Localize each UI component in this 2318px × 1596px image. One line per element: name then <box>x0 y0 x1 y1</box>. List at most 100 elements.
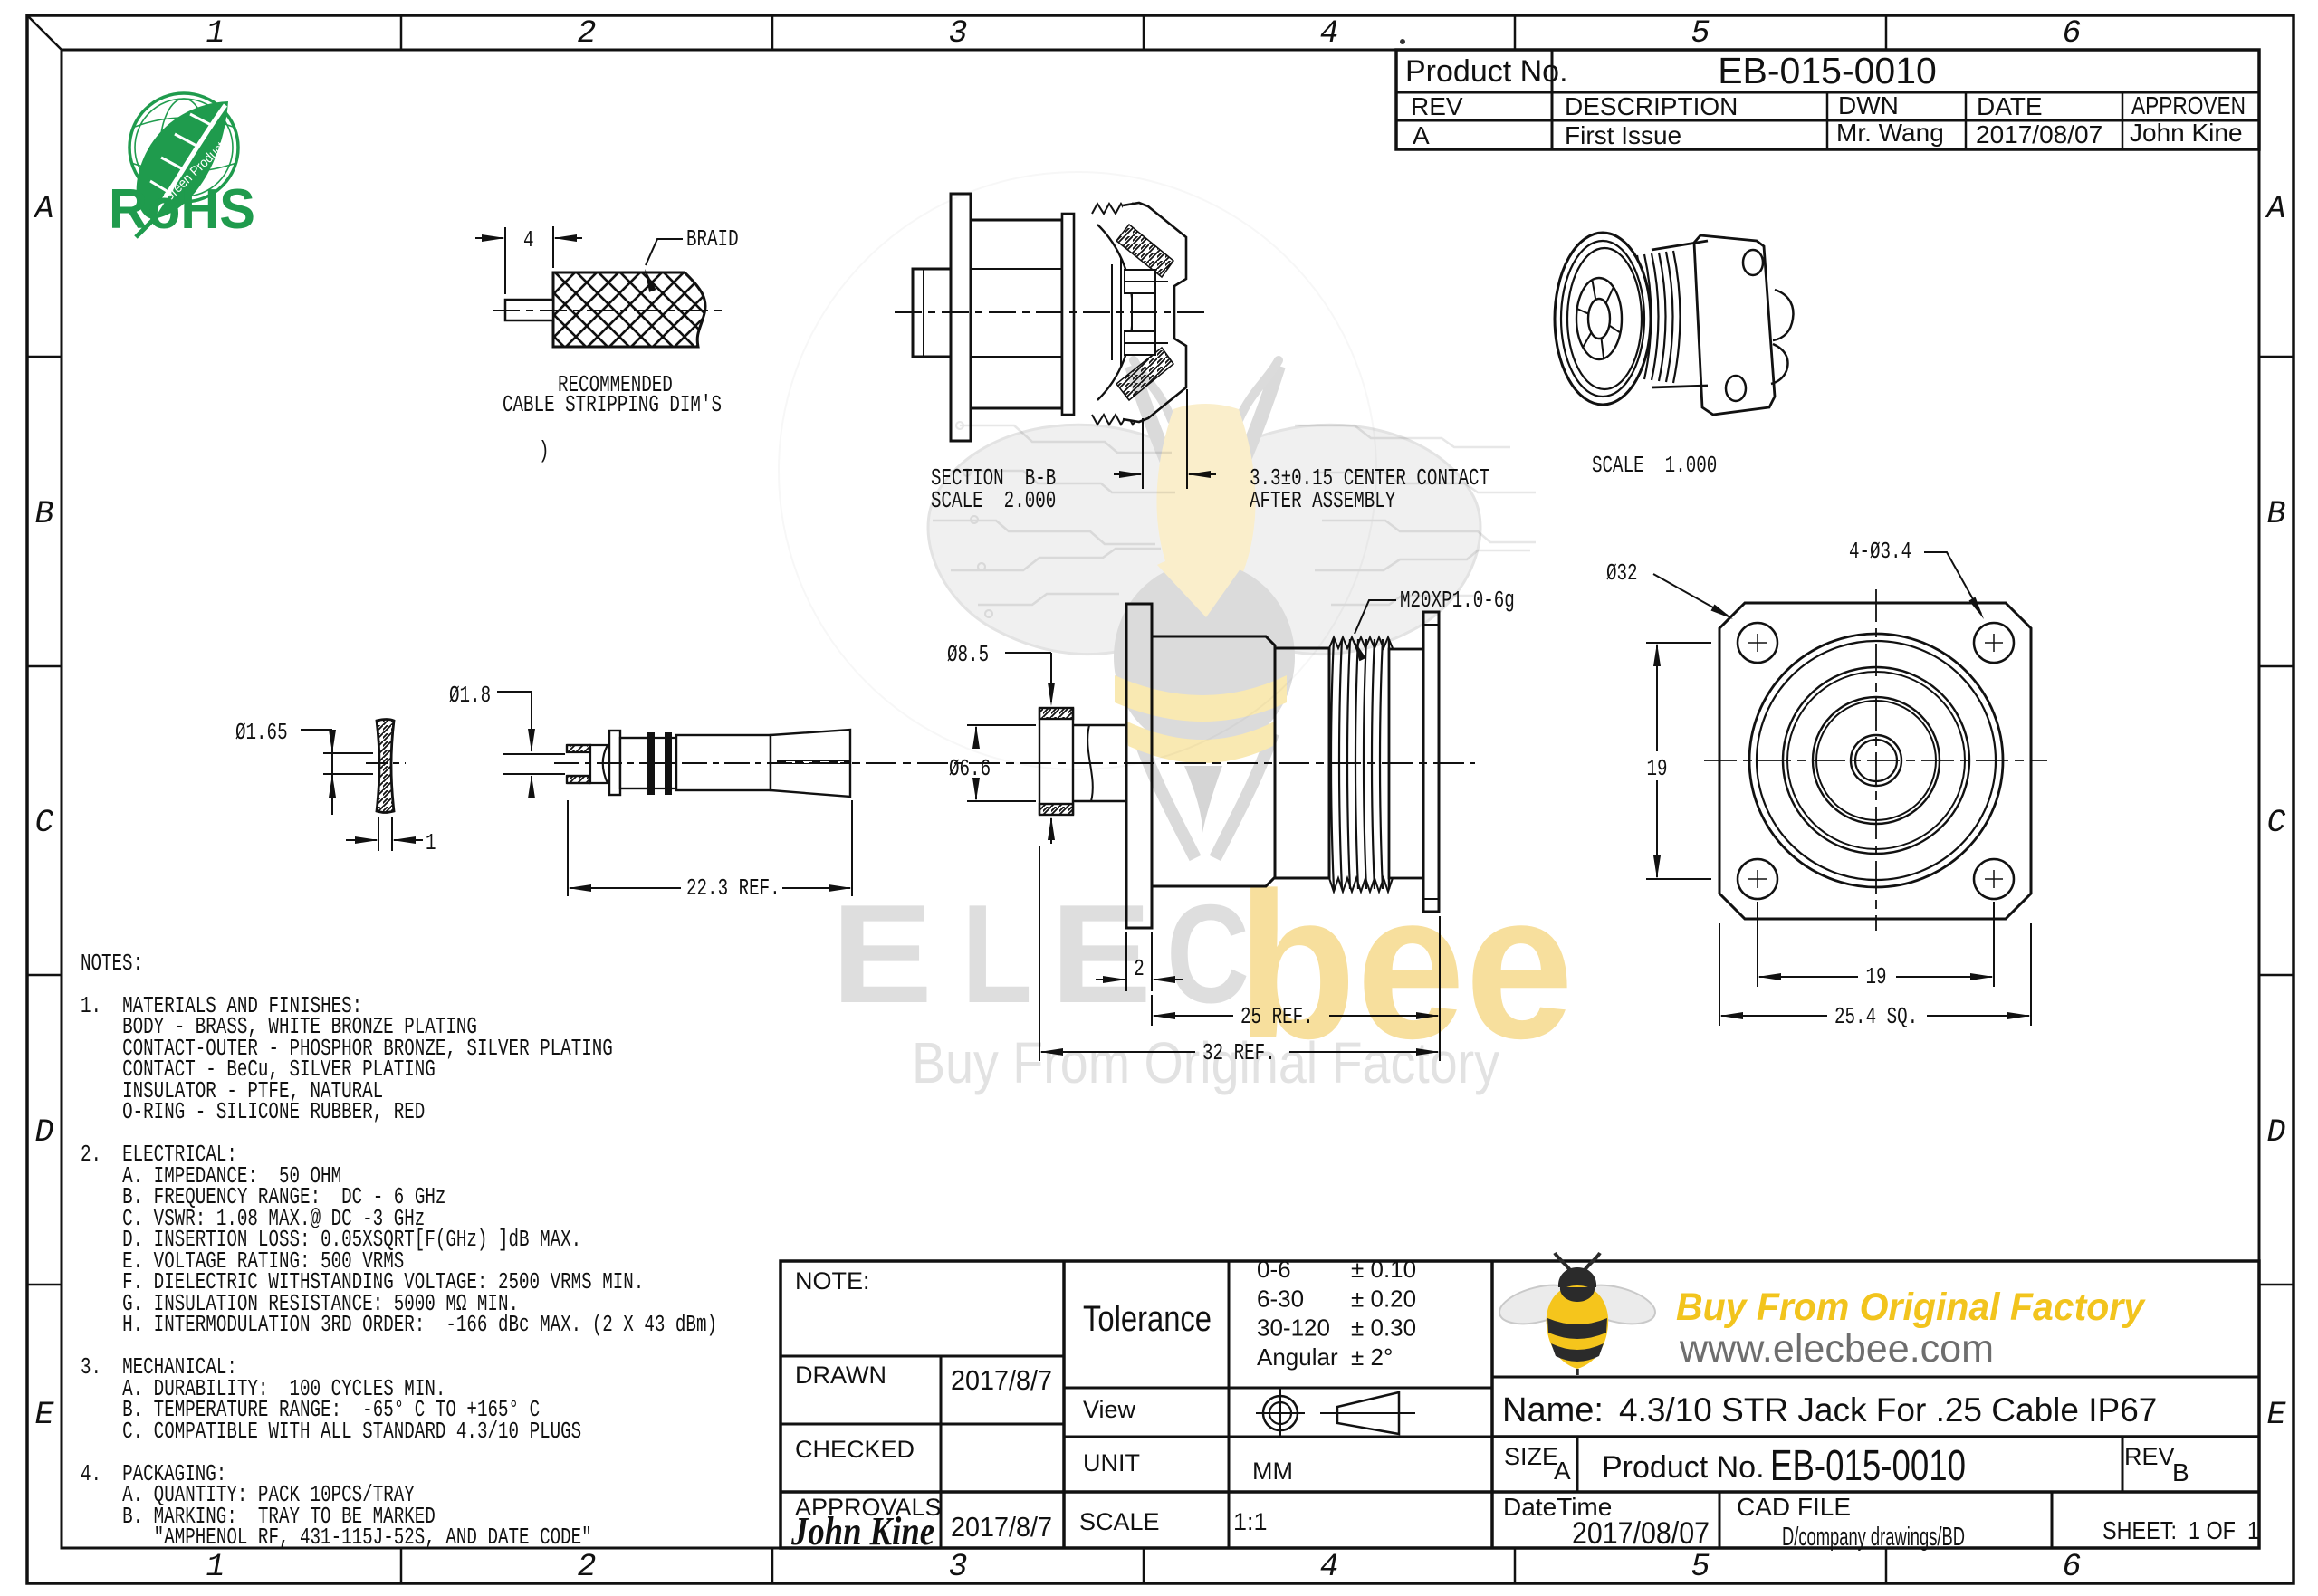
svg-text:Ø32: Ø32 <box>1606 560 1638 587</box>
svg-text:0-6: 0-6 <box>1257 1256 1291 1283</box>
svg-text:John Kine: John Kine <box>2130 119 2243 147</box>
svg-text:2. ELECTRICAL:: 2. ELECTRICAL: <box>81 1142 237 1168</box>
svg-text:1: 1 <box>426 830 436 856</box>
svg-text:3. MECHANICAL:: 3. MECHANICAL: <box>81 1354 237 1381</box>
svg-text:"AMPHENOL RF, 431-115J-52S, AN: "AMPHENOL RF, 431-115J-52S, AND DATE COD… <box>81 1524 592 1551</box>
svg-text:5: 5 <box>1691 1550 1710 1585</box>
svg-text:C: C <box>2267 806 2286 841</box>
svg-text:4: 4 <box>1320 16 1339 52</box>
svg-text:D. INSERTION LOSS: 0.05XSQRT[F: D. INSERTION LOSS: 0.05XSQRT[F(GHz) ]dB … <box>81 1227 581 1253</box>
svg-text:22.3 REF.: 22.3 REF. <box>686 875 781 902</box>
svg-text:4: 4 <box>1320 1550 1339 1585</box>
svg-text:4-Ø3.4: 4-Ø3.4 <box>1849 539 1911 565</box>
svg-text:19: 19 <box>1647 756 1668 782</box>
svg-text:4. PACKAGING:: 4. PACKAGING: <box>81 1461 226 1487</box>
svg-text:NOTES:: NOTES: <box>81 951 143 977</box>
svg-text:5: 5 <box>1691 16 1710 52</box>
svg-text:3: 3 <box>949 1550 968 1585</box>
svg-text:E. VOLTAGE RATING: 500 VRMS: E. VOLTAGE RATING: 500 VRMS <box>81 1248 404 1275</box>
svg-text:1: 1 <box>206 16 225 52</box>
svg-text:Product No.: Product No. <box>1405 54 1568 89</box>
svg-text:A: A <box>1554 1457 1571 1485</box>
svg-text:www.elecbee.com: www.elecbee.com <box>1679 1327 1994 1371</box>
svg-text:DWN: DWN <box>1838 91 1899 119</box>
svg-text:2017/8/7: 2017/8/7 <box>951 1364 1052 1396</box>
svg-text:B: B <box>35 497 54 532</box>
svg-text:APPROVEN: APPROVEN <box>2131 91 2246 119</box>
svg-text:D: D <box>35 1115 54 1151</box>
svg-text:Ø1.8: Ø1.8 <box>449 683 491 709</box>
svg-text:A. DURABILITY: 100 CYCLES MIN: A. DURABILITY: 100 CYCLES MIN. <box>81 1376 445 1402</box>
svg-text:Ø6.6: Ø6.6 <box>949 756 991 782</box>
svg-text:25 REF.: 25 REF. <box>1240 1004 1314 1030</box>
svg-text:C: C <box>1166 875 1250 1032</box>
svg-text:APPROVALS: APPROVALS <box>795 1494 942 1521</box>
svg-text:DESCRIPTION: DESCRIPTION <box>1565 92 1738 120</box>
svg-text:Mr. Wang: Mr. Wang <box>1836 119 1944 147</box>
svg-text:CHECKED: CHECKED <box>795 1436 915 1463</box>
svg-text:19: 19 <box>1866 964 1887 990</box>
svg-text:1:1: 1:1 <box>1233 1508 1268 1535</box>
svg-text:4.3/10 STR Jack For .25 Cable: 4.3/10 STR Jack For .25 Cable IP67 <box>1619 1391 2157 1429</box>
svg-text:DRAWN: DRAWN <box>795 1362 886 1389</box>
svg-text:A. QUANTITY: PACK 10PCS/TRAY: A. QUANTITY: PACK 10PCS/TRAY <box>81 1482 415 1508</box>
svg-text:32 REF.: 32 REF. <box>1202 1040 1276 1066</box>
svg-text:30-120: 30-120 <box>1257 1314 1330 1342</box>
svg-text:INSULATOR - PTFE, NATURAL: INSULATOR - PTFE, NATURAL <box>81 1078 383 1104</box>
svg-text:C. VSWR: 1.08 MAX.@ DC -3 GHz: C. VSWR: 1.08 MAX.@ DC -3 GHz <box>81 1206 425 1232</box>
svg-text:Buy From Original Factory: Buy From Original Factory <box>1676 1285 2146 1329</box>
svg-text:2: 2 <box>1134 956 1145 982</box>
svg-text:CABLE STRIPPING DIM'S: CABLE STRIPPING DIM'S <box>503 392 722 418</box>
svg-text:BODY - BRASS, WHITE BRONZE PLA: BODY - BRASS, WHITE BRONZE PLATING <box>81 1014 477 1040</box>
svg-text:25.4 SQ.: 25.4 SQ. <box>1834 1004 1918 1030</box>
svg-text:F. DIELECTRIC WITHSTANDING VOL: F. DIELECTRIC WITHSTANDING VOLTAGE: 2500… <box>81 1269 644 1295</box>
svg-text:UNIT: UNIT <box>1083 1449 1140 1477</box>
svg-text:4: 4 <box>523 227 534 253</box>
svg-text:3: 3 <box>949 16 968 52</box>
svg-text:H. INTERMODULATION 3RD ORDER:: H. INTERMODULATION 3RD ORDER: -166 dBc M… <box>81 1312 717 1338</box>
svg-text:Name:: Name: <box>1502 1391 1604 1429</box>
svg-text:6: 6 <box>2063 16 2082 52</box>
svg-text:RECOMMENDED: RECOMMENDED <box>558 372 673 398</box>
svg-text:D: D <box>2267 1115 2286 1151</box>
svg-text:CONTACT - BeCu, SILVER PLATING: CONTACT - BeCu, SILVER PLATING <box>81 1056 436 1083</box>
svg-text:2017/08/07: 2017/08/07 <box>1976 120 2102 148</box>
svg-text:6-30: 6-30 <box>1257 1285 1304 1312</box>
svg-text:SCALE: SCALE <box>1079 1508 1160 1535</box>
svg-text:L: L <box>962 875 1032 1032</box>
svg-text:John Kine: John Kine <box>790 1509 934 1553</box>
svg-text:E: E <box>1050 875 1152 1032</box>
svg-text:CONTACT-OUTER - PHOSPHOR BRONZ: CONTACT-OUTER - PHOSPHOR BRONZE, SILVER … <box>81 1036 613 1062</box>
svg-text:A: A <box>34 192 54 227</box>
svg-text:± 2°: ± 2° <box>1351 1343 1393 1371</box>
svg-text:SIZE: SIZE <box>1504 1443 1558 1470</box>
svg-text:2: 2 <box>578 16 597 52</box>
svg-text:Ø1.65: Ø1.65 <box>235 720 288 746</box>
svg-text:B: B <box>2172 1458 2189 1486</box>
svg-text:Buy From Original Factory: Buy From Original Factory <box>912 1030 1499 1095</box>
svg-text:SHEET: 1 OF 1: SHEET: 1 OF 1 <box>2102 1516 2259 1544</box>
svg-text:DateTime: DateTime <box>1503 1493 1612 1521</box>
svg-text:B: B <box>2267 497 2286 532</box>
svg-text:View: View <box>1083 1396 1136 1423</box>
svg-text:A: A <box>2265 192 2286 227</box>
svg-text:2017/8/7: 2017/8/7 <box>951 1511 1052 1543</box>
svg-text:B. TEMPERATURE RANGE: -65° C: B. TEMPERATURE RANGE: -65° C TO +165° C <box>81 1397 540 1423</box>
svg-text:SCALE 1.000: SCALE 1.000 <box>1592 453 1717 479</box>
svg-text:6: 6 <box>2063 1550 2082 1585</box>
svg-text:A. IMPEDANCE: 50 OHM: A. IMPEDANCE: 50 OHM <box>81 1163 341 1190</box>
svg-text:First Issue: First Issue <box>1565 121 1681 149</box>
svg-text:NOTE:: NOTE: <box>795 1267 870 1295</box>
svg-text:EB-015-0010: EB-015-0010 <box>1770 1442 1966 1490</box>
svg-text:CAD FILE: CAD FILE <box>1737 1493 1851 1521</box>
svg-text:Tolerance: Tolerance <box>1083 1299 1212 1339</box>
svg-text:± 0.10: ± 0.10 <box>1351 1256 1416 1283</box>
svg-text:1: 1 <box>206 1550 225 1585</box>
svg-text:EB-015-0010: EB-015-0010 <box>1718 50 1937 91</box>
svg-text:E: E <box>831 875 933 1032</box>
svg-text:B. MARKING: TRAY TO BE MARKED: B. MARKING: TRAY TO BE MARKED <box>81 1504 436 1530</box>
svg-text:O-RING - SILICONE RUBBER, RED: O-RING - SILICONE RUBBER, RED <box>81 1099 425 1125</box>
svg-text:BRAID: BRAID <box>686 226 739 253</box>
svg-text:REV: REV <box>2124 1443 2175 1470</box>
svg-text:MM: MM <box>1252 1457 1293 1485</box>
